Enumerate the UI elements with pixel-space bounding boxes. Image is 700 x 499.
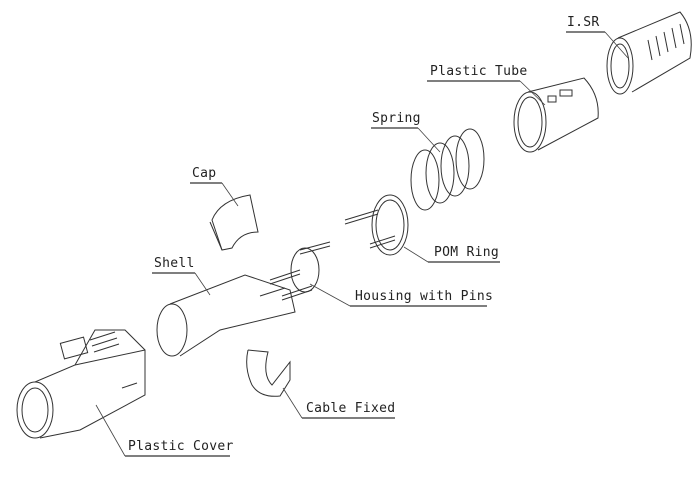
label-spring: Spring [372,111,421,126]
leader-housing [309,283,487,307]
leader-cap [190,182,239,207]
part-plastic-cover [16,329,146,439]
part-pom-ring [344,194,409,256]
label-cap: Cap [192,166,217,181]
part-cable-fixed [246,349,291,397]
label-i-sr: I.SR [567,15,600,30]
label-plastic-tube: Plastic Tube [430,64,528,79]
leader-pom-ring [403,246,500,263]
part-shell [156,274,296,357]
leader-cable-fixed [282,387,395,419]
part-plastic-tube [513,77,599,153]
part-i-sr [606,11,692,95]
leader-i-sr [566,31,629,59]
leader-spring [371,127,441,153]
label-shell: Shell [154,256,195,271]
part-cap [209,194,259,251]
label-cable-fixed: Cable Fixed [306,401,396,416]
label-plastic-cover: Plastic Cover [128,439,234,454]
label-housing-with-pins: Housing with Pins [355,289,494,304]
leader-shell [152,272,211,296]
part-spring [410,128,485,211]
leader-plastic-cover [95,404,230,457]
leader-plastic-tube [427,80,546,106]
part-housing-with-pins [269,241,331,301]
label-pom-ring: POM Ring [434,245,500,260]
